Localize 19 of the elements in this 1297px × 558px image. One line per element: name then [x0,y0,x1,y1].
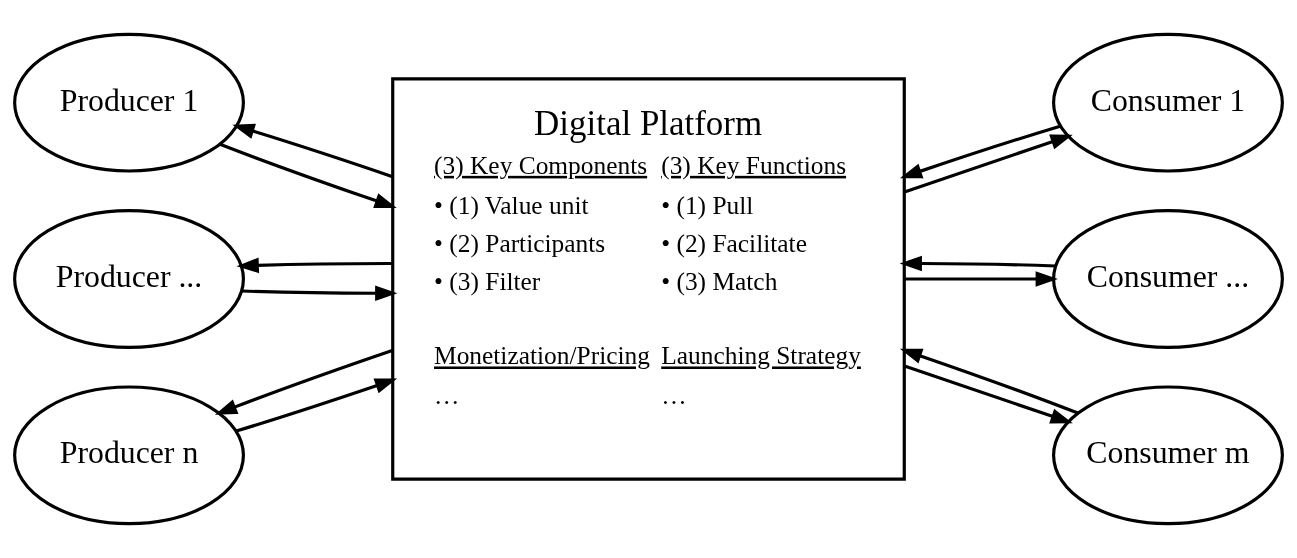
arrow [241,285,398,302]
node-box: Digital Platform (3) Key Components (3) Key Functions • (1) Value unit • (1) Pull • (2) Participants • (2) Facilitate • (3) Filter • (3) Match Monetization/Pricing Launching Strategy … … [391,77,906,481]
arrow [236,257,393,274]
arrow [903,134,1073,194]
arrow [235,378,398,433]
node-ellipse: Consumer m [1052,385,1284,526]
node-ellipse: Consumer ... [1052,209,1284,349]
arrow [232,123,394,179]
arrow [219,142,397,209]
arrow [214,348,393,415]
arrow [903,364,1073,424]
node-ellipse: Producer 1 [13,32,245,173]
arrow [899,255,1056,272]
arrow [899,348,1079,415]
node-ellipse: Producer n [13,385,245,526]
arrow [899,124,1061,179]
arrow [904,271,1058,287]
node-ellipse: Producer ... [13,209,245,349]
node-ellipse: Consumer 1 [1052,32,1284,173]
